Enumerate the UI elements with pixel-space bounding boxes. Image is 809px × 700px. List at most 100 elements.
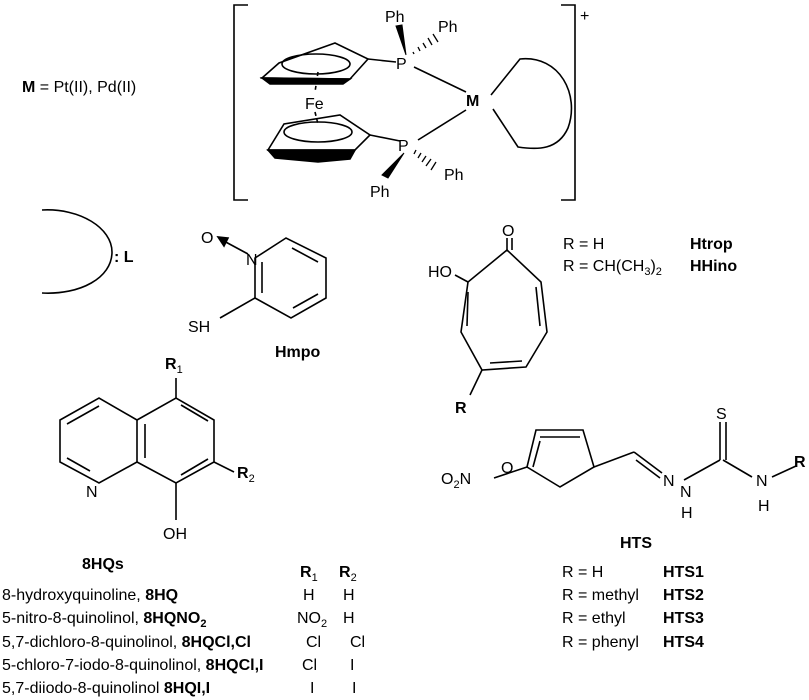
hts-structure bbox=[493, 422, 797, 488]
lower-cyclopentadienyl-ring bbox=[266, 114, 372, 163]
metal-center-label: M bbox=[466, 93, 479, 110]
trop-row-1-condition: R = H bbox=[563, 236, 604, 253]
row-1-code: 8HQ bbox=[145, 587, 178, 604]
hts-name: HTS bbox=[620, 535, 652, 552]
metal-symbol: M bbox=[22, 79, 35, 96]
complex-charge: + bbox=[580, 8, 589, 25]
vinyl-bond bbox=[593, 451, 635, 468]
row-3-name-text: 5,7-dichloro-8-quinolinol, bbox=[2, 634, 182, 651]
hts-row-1-condition: R = H bbox=[562, 564, 603, 581]
hmpo-nitrogen-label: N bbox=[246, 252, 258, 269]
nitro-sub: 2 bbox=[453, 479, 459, 491]
cp-p-bond-upper bbox=[367, 58, 397, 63]
8hq-row-1-name: 8-hydroxyquinoline, 8HQ bbox=[2, 587, 178, 604]
8hq-row-3-r2: Cl bbox=[350, 634, 365, 651]
benzene-ring-of-quinoline bbox=[136, 397, 215, 484]
iron-atom-label: Fe bbox=[305, 96, 324, 113]
nitro-n: N bbox=[460, 471, 472, 488]
hts-row-1-code: HTS1 bbox=[663, 564, 704, 581]
trop-row-2-main: R = CH(CH bbox=[563, 258, 644, 275]
quinoline-r1-label: R1 bbox=[165, 356, 183, 376]
8hq-row-3-r1: Cl bbox=[306, 634, 321, 651]
hash-upper-ph bbox=[412, 33, 439, 55]
quinoline-nitrogen-label: N bbox=[86, 484, 98, 501]
ligand-definition: : L bbox=[114, 249, 134, 266]
metal-definition: M = Pt(II), Pd(II) bbox=[22, 79, 136, 96]
nitro-group-label: O2N bbox=[441, 471, 471, 491]
row-4-code: 8HQCl,I bbox=[206, 657, 264, 674]
trop-row-2-sub1: 3 bbox=[644, 266, 650, 278]
8hqs-name: 8HQs bbox=[82, 556, 124, 573]
hmpo-thiol-label: SH bbox=[188, 319, 210, 336]
quinoline-r1-sub: 1 bbox=[177, 364, 183, 376]
nitro-o: O bbox=[441, 471, 453, 488]
r2-bond bbox=[213, 461, 235, 473]
hash-lower-ph bbox=[413, 149, 437, 171]
col-r1-letter: R bbox=[300, 564, 312, 581]
furan-ring bbox=[526, 429, 595, 488]
phosphorus-lower-label: P bbox=[398, 138, 409, 155]
8hq-row-4-r2: I bbox=[350, 657, 354, 674]
row-2-name-text: 5-nitro-8-quinolinol, bbox=[2, 610, 143, 627]
hmpo-structure bbox=[216, 236, 327, 319]
wedge-lower-ph bbox=[381, 152, 405, 179]
tropolone-r-label: R bbox=[455, 400, 467, 417]
hts-row-4-condition: R = phenyl bbox=[562, 634, 639, 651]
phosphorus-upper-label: P bbox=[396, 56, 407, 73]
hmpo-oxygen-label: O bbox=[201, 230, 213, 247]
quinoline-r2-letter: R bbox=[237, 465, 249, 482]
chelate-ligand-arc bbox=[490, 58, 573, 150]
tropolone-structure bbox=[454, 238, 548, 396]
furan-oxygen-label: O bbox=[501, 460, 513, 477]
hydrazide-bond bbox=[683, 459, 721, 481]
row-2-code: 8HQNO bbox=[143, 610, 200, 627]
phenyl-upper-left-label: Ph bbox=[385, 9, 405, 26]
trop-row-1-code: Htrop bbox=[690, 236, 733, 253]
metal-definition-text: = Pt(II), Pd(II) bbox=[35, 79, 136, 96]
trop-row-2-mid: ) bbox=[650, 258, 655, 275]
r-substituent-bond bbox=[469, 369, 483, 396]
trop-row-2-code: HHino bbox=[690, 258, 737, 275]
pyridine-ring bbox=[254, 237, 327, 319]
8hq-row-4-name: 5-chloro-7-iodo-8-quinolinol, 8HQCl,I bbox=[2, 657, 263, 674]
imine-nitrogen-label: N bbox=[663, 473, 675, 490]
row-2-r1-sub: 2 bbox=[321, 618, 327, 630]
fe-bond-upper bbox=[314, 71, 319, 93]
hts-row-2-condition: R = methyl bbox=[562, 587, 639, 604]
row-5-name-text: 5,7-diiodo-8-quinolinol bbox=[2, 680, 164, 697]
tropolone-oxygen-label: O bbox=[502, 223, 514, 240]
pyridine-ring-of-quinoline bbox=[59, 397, 138, 484]
hts-table: R = H HTS1 R = methyl HTS2 R = ethyl HTS… bbox=[562, 564, 704, 651]
8hq-col-r2-header: R2 bbox=[339, 564, 357, 584]
col-r2-sub: 2 bbox=[351, 572, 357, 584]
8hq-row-2-r1: NO2 bbox=[297, 610, 327, 630]
quinoline-hydroxyl-label: OH bbox=[163, 526, 187, 543]
p-m-bond-upper bbox=[413, 66, 467, 93]
p-m-bond-lower bbox=[417, 109, 467, 141]
phenyl-lower-left-label: Ph bbox=[370, 184, 390, 201]
hts-row-4-code: HTS4 bbox=[663, 634, 704, 651]
row-3-code: 8HQCl,Cl bbox=[182, 634, 251, 651]
fe-bond-lower bbox=[314, 111, 319, 125]
cp-p-bond-lower bbox=[369, 134, 401, 142]
8hq-col-r1-header: R1 bbox=[300, 564, 318, 584]
amide-nitrogen-label: N bbox=[756, 473, 768, 490]
row-1-name-text: 8-hydroxyquinoline, bbox=[2, 587, 145, 604]
8hq-row-2-name: 5-nitro-8-quinolinol, 8HQNO2 bbox=[2, 610, 206, 630]
8hq-row-3-name: 5,7-dichloro-8-quinolinol, 8HQCl,Cl bbox=[2, 634, 251, 651]
8hq-table: R1 R2 8-hydroxyquinoline, 8HQ H H 5-nitr… bbox=[2, 564, 365, 697]
8hq-row-2-r2: H bbox=[343, 610, 355, 627]
col-r2-letter: R bbox=[339, 564, 351, 581]
quinoline-r1-letter: R bbox=[165, 356, 177, 373]
thione-sulfur-label: S bbox=[716, 406, 727, 423]
ligand-arc-symbol bbox=[41, 209, 113, 294]
metal-complex bbox=[233, 4, 576, 201]
wedge-upper-ph bbox=[395, 24, 407, 56]
col-r1-sub: 1 bbox=[312, 572, 318, 584]
nitro-bond bbox=[493, 466, 528, 479]
row-4-name-text: 5-chloro-7-iodo-8-quinolinol, bbox=[2, 657, 206, 674]
phenyl-lower-right-label: Ph bbox=[444, 167, 464, 184]
quinoline-r2-sub: 2 bbox=[249, 473, 255, 485]
hts-row-3-code: HTS3 bbox=[663, 610, 704, 627]
